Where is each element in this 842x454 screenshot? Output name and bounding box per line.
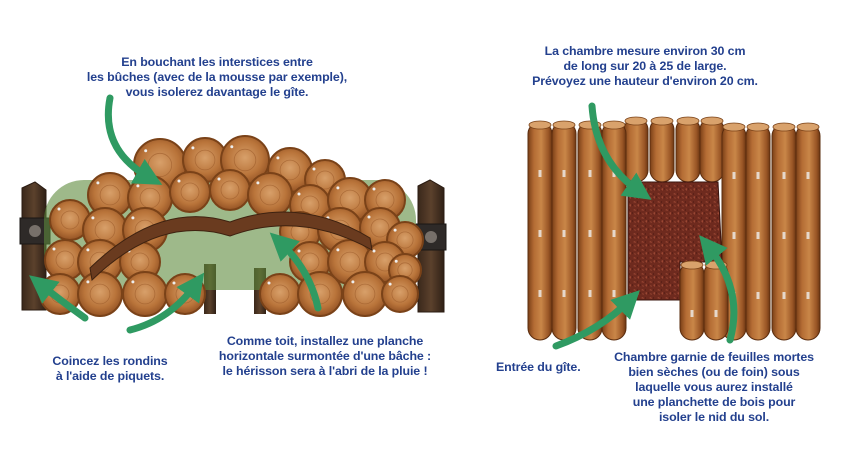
caption-line: les bûches (avec de la mousse par exempl… xyxy=(72,70,362,85)
upright-log-icon xyxy=(578,121,602,340)
caption-line: isoler le nid du sol. xyxy=(606,410,822,425)
upright-log-icon xyxy=(676,117,700,182)
caption-toit: Comme toit, installez une planche horizo… xyxy=(200,334,450,379)
log-end-icon xyxy=(210,170,250,210)
caption-line: à l'aide de piquets. xyxy=(30,369,190,384)
upright-log-icon xyxy=(680,261,704,340)
log-end-icon xyxy=(248,173,292,217)
log-pile-shelter xyxy=(20,136,446,316)
front-logs xyxy=(680,261,728,340)
upright-log-icon xyxy=(552,121,576,340)
log-end-icon xyxy=(382,276,418,312)
log-end-icon xyxy=(123,272,167,316)
caption-line: le hérisson sera à l'abri de la pluie ! xyxy=(200,364,450,379)
caption-chambre-garnie: Chambre garnie de feuilles mortes bien s… xyxy=(606,350,822,425)
caption-line: Entrée du gîte. xyxy=(496,360,596,375)
caption-line: Comme toit, installez une planche xyxy=(200,334,450,349)
caption-line: Chambre garnie de feuilles mortes xyxy=(606,350,822,365)
log-end-icon xyxy=(343,272,387,316)
caption-entree: Entrée du gîte. xyxy=(496,360,596,375)
caption-line: laquelle vous aurez installé xyxy=(606,380,822,395)
caption-piquets: Coincez les rondins à l'aide de piquets. xyxy=(30,354,190,384)
caption-line: bien sèches (ou de foin) sous xyxy=(606,365,822,380)
upright-log-icon xyxy=(746,123,770,340)
caption-line: Coincez les rondins xyxy=(30,354,190,369)
caption-line: de long sur 20 à 25 de large. xyxy=(524,59,766,74)
log-end-icon xyxy=(170,172,210,212)
upright-log-icon xyxy=(650,117,674,182)
upright-log-icon xyxy=(772,123,796,340)
caption-line: En bouchant les interstices entre xyxy=(72,55,362,70)
log-end-icon xyxy=(260,274,300,314)
caption-line: Prévoyez une hauteur d'environ 20 cm. xyxy=(524,74,766,89)
caption-line: La chambre mesure environ 30 cm xyxy=(524,44,766,59)
caption-line: vous isolerez davantage le gîte. xyxy=(72,85,362,100)
caption-line: une planchette de bois pour xyxy=(606,395,822,410)
caption-interstices: En bouchant les interstices entre les bû… xyxy=(72,55,362,100)
log-end-icon xyxy=(78,272,122,316)
upright-log-shelter xyxy=(528,117,820,340)
upright-log-icon xyxy=(796,123,820,340)
caption-line: horizontale surmontée d'une bâche : xyxy=(200,349,450,364)
upright-log-icon xyxy=(624,117,648,182)
upright-log-icon xyxy=(700,117,724,182)
caption-chambre-mesure: La chambre mesure environ 30 cm de long … xyxy=(524,44,766,89)
upright-log-icon xyxy=(528,121,552,340)
